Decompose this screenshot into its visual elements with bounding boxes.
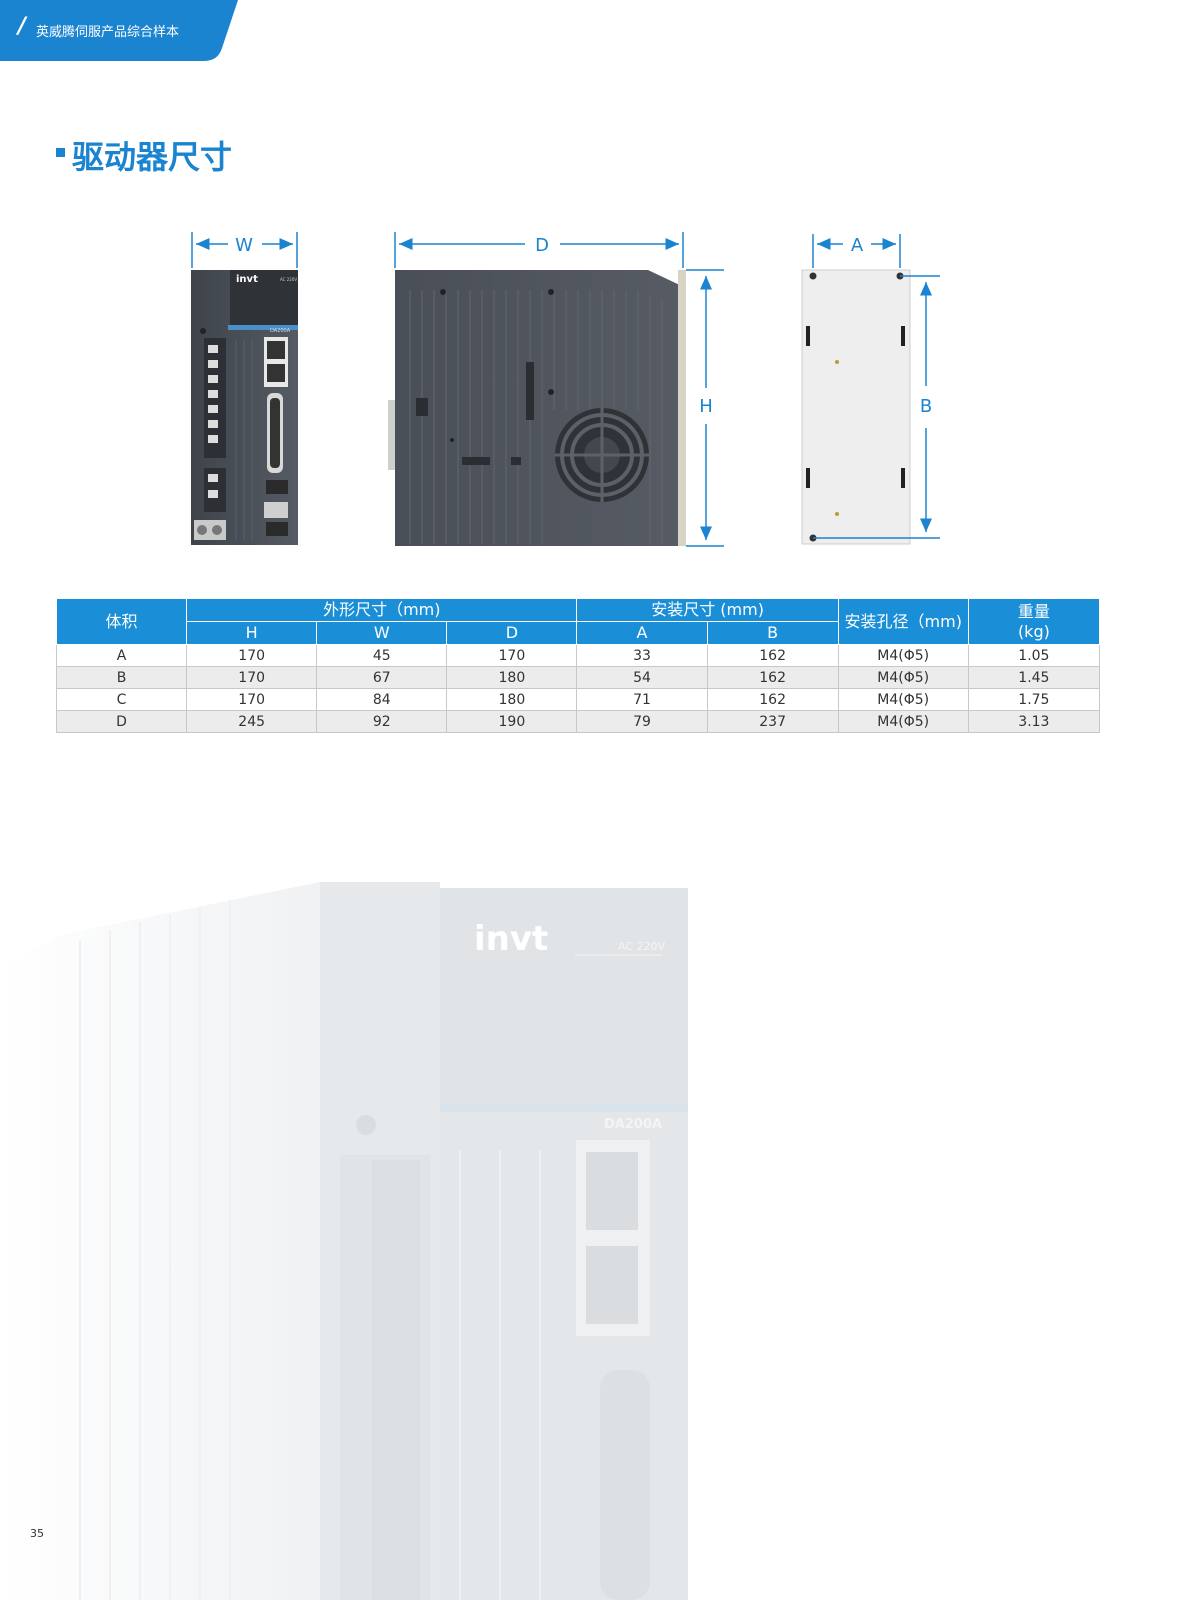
title-marker-icon [56, 148, 65, 157]
header-tab: / 英威腾伺服产品综合样本 [0, 0, 243, 61]
front-model: DA200A [270, 328, 291, 334]
table-cell: 180 [446, 688, 578, 711]
table-cell: 3.13 [968, 710, 1101, 733]
table-row: D 245 92 190 79 237 M4(Φ5) 3.13 [55, 710, 1101, 733]
table-cell: M4(Φ5) [838, 688, 969, 711]
background-product-image: invt AC 220V DA200A [0, 882, 688, 1600]
table-row: A 170 45 170 33 162 M4(Φ5) 1.05 [55, 644, 1101, 667]
table-cell: C [55, 688, 188, 711]
header-h: H [186, 621, 318, 645]
table-cell: M4(Φ5) [838, 666, 969, 689]
table-cell: A [55, 644, 188, 667]
header-weight-line1: 重量 [1017, 601, 1050, 621]
header-a: A [576, 621, 708, 645]
table-cell: 54 [576, 666, 708, 689]
table-cell: 237 [707, 710, 839, 733]
dim-label-h: H [699, 396, 713, 417]
background-rating: AC 220V [618, 940, 666, 953]
front-logo: invt [236, 274, 258, 285]
table-cell: 71 [576, 688, 708, 711]
header-weight: 重量 (kg) [967, 598, 1101, 645]
table-cell: 245 [186, 710, 318, 733]
table-cell: 162 [707, 688, 839, 711]
table-cell: 162 [707, 644, 839, 667]
header-outer-size: 外形尺寸（mm) [186, 598, 578, 622]
dim-label-d: D [535, 235, 549, 256]
table-cell: 190 [446, 710, 578, 733]
front-view: W invt AC 220V DA200A [191, 232, 298, 545]
table-cell: M4(Φ5) [838, 710, 969, 733]
table-cell: 162 [707, 666, 839, 689]
table-cell: 170 [186, 644, 318, 667]
dim-label-a: A [851, 235, 864, 256]
front-rating: AC 220V [280, 277, 297, 282]
table-cell: 170 [186, 666, 318, 689]
dim-label-b: B [920, 396, 932, 417]
table-cell: 170 [186, 688, 318, 711]
table-cell: 33 [576, 644, 708, 667]
header-w: W [316, 621, 448, 645]
table-cell: 79 [576, 710, 708, 733]
background-logo: invt [474, 919, 548, 959]
table-cell: M4(Φ5) [838, 644, 969, 667]
table-row: B 170 67 180 54 162 M4(Φ5) 1.45 [55, 666, 1101, 689]
table-cell: 92 [316, 710, 448, 733]
dim-label-w: W [235, 235, 253, 256]
table-cell: 1.75 [968, 688, 1101, 711]
table-cell: 84 [316, 688, 448, 711]
header-slash: / [18, 14, 27, 39]
header-weight-line2: (kg) [1017, 621, 1050, 641]
table-cell: 45 [316, 644, 448, 667]
side-view: D H [388, 232, 724, 547]
table-cell: 170 [446, 644, 578, 667]
background-model: DA200A [604, 1117, 662, 1132]
drive-dimension-table: 体积 外形尺寸（mm) 安装尺寸 (mm) 安装孔径（mm) 重量 (kg) H… [55, 598, 1101, 733]
table-cell: B [55, 666, 188, 689]
header-mount-size: 安装尺寸 (mm) [576, 598, 839, 622]
section-title: 驱动器尺寸 [72, 138, 233, 176]
page-number: 35 [30, 1527, 44, 1540]
table-cell: 67 [316, 666, 448, 689]
header-title: 英威腾伺服产品综合样本 [36, 25, 180, 40]
back-view: A B [801, 234, 940, 545]
header-volume: 体积 [55, 598, 188, 645]
table-row: C 170 84 180 71 162 M4(Φ5) 1.75 [55, 688, 1101, 711]
dimension-drawings: W invt AC 220V DA200A [191, 232, 940, 547]
header-b: B [706, 621, 839, 645]
header-mount-hole: 安装孔径（mm) [837, 598, 969, 645]
table-cell: 1.05 [968, 644, 1101, 667]
table-cell: 180 [446, 666, 578, 689]
table-cell: D [55, 710, 188, 733]
header-d: D [446, 621, 578, 645]
table-cell: 1.45 [968, 666, 1101, 689]
